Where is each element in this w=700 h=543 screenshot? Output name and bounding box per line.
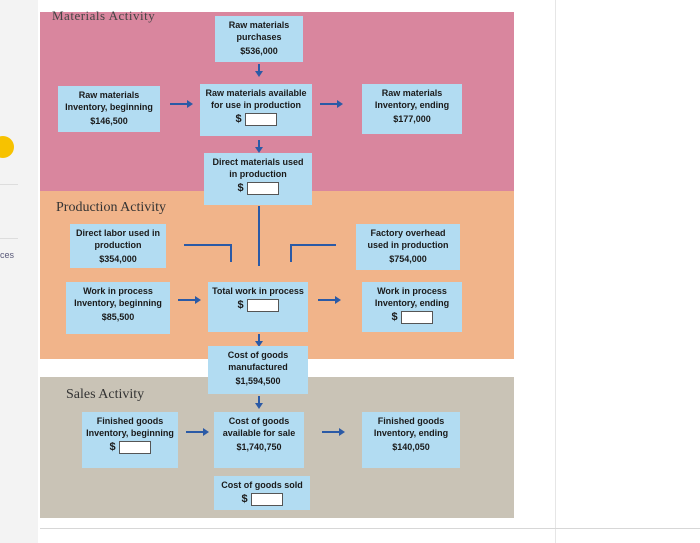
cogm-label: Cost of goods manufactured <box>227 350 289 372</box>
arrow-right-icon <box>318 296 341 304</box>
dm-used-input[interactable] <box>246 182 279 196</box>
currency-symbol: $ <box>241 493 248 505</box>
wip-beginning-label: Work in process Inventory, beginning <box>74 286 162 308</box>
wip-beginning-box: Work in process Inventory, beginning $85… <box>66 282 170 334</box>
fg-beginning-box: Finished goods Inventory, beginning $ <box>82 412 178 468</box>
fg-ending-box: Finished goods Inventory, ending $140,05… <box>362 412 460 468</box>
total-wip-box: Total work in process $ <box>208 282 308 332</box>
rm-available-box: Raw materials available for use in produ… <box>200 84 312 136</box>
rm-purchases-label: Raw materials purchases <box>228 20 290 42</box>
arrow-right-icon <box>186 428 209 436</box>
connector-line <box>290 244 336 246</box>
currency-symbol: $ <box>235 113 242 125</box>
rm-ending-label: Raw materials Inventory, ending <box>374 88 450 110</box>
rm-beginning-value: $146,500 <box>90 116 128 126</box>
connector-line <box>258 206 260 266</box>
currency-symbol: $ <box>237 182 244 194</box>
sales-title: Sales Activity <box>66 387 145 402</box>
connector-line <box>290 244 292 262</box>
cogas-box: Cost of goods available for sale $1,740,… <box>214 412 304 468</box>
connector-line <box>230 244 232 262</box>
rm-available-label: Raw materials available for use in produ… <box>205 88 307 110</box>
sidebar-label: ces <box>0 250 15 260</box>
arrow-down-icon <box>255 396 263 409</box>
materials-title: Materials Activity <box>52 8 156 23</box>
connector-line <box>184 244 230 246</box>
arrow-right-icon <box>320 100 343 108</box>
rm-beginning-label: Raw materials Inventory, beginning <box>65 90 153 112</box>
cogm-value: $1,594,500 <box>235 376 281 386</box>
divider <box>40 528 700 529</box>
cogs-box: Cost of goods sold $ <box>214 476 310 510</box>
wip-ending-box: Work in process Inventory, ending $ <box>362 282 462 332</box>
cogs-input[interactable] <box>250 493 283 507</box>
currency-symbol: $ <box>391 311 398 323</box>
cogas-label: Cost of goods available for sale <box>222 416 296 438</box>
arrow-down-icon <box>255 140 263 153</box>
arrow-right-icon <box>322 428 345 436</box>
total-wip-input[interactable] <box>246 299 279 313</box>
left-panel <box>0 0 38 543</box>
rm-beginning-box: Raw materials Inventory, beginning $146,… <box>58 86 160 132</box>
wip-ending-label: Work in process Inventory, ending <box>374 286 450 308</box>
currency-symbol: $ <box>237 299 244 311</box>
wip-beginning-value: $85,500 <box>101 312 135 322</box>
total-wip-label: Total work in process <box>212 286 304 296</box>
status-dot-icon <box>0 136 14 158</box>
divider <box>0 238 18 239</box>
wip-ending-input[interactable] <box>400 311 433 325</box>
dl-used-box: Direct labor used in production $354,000 <box>70 224 166 268</box>
divider <box>555 0 556 543</box>
fg-ending-value: $140,050 <box>392 442 430 452</box>
foh-used-label: Factory overhead used in production <box>367 228 449 250</box>
rm-ending-value: $177,000 <box>393 114 431 124</box>
fg-beginning-label: Finished goods Inventory, beginning <box>86 416 174 438</box>
currency-symbol: $ <box>109 441 116 453</box>
divider <box>0 184 18 185</box>
cogas-value: $1,740,750 <box>236 442 282 452</box>
arrow-right-icon <box>178 296 201 304</box>
rm-purchases-box: Raw materials purchases $536,000 <box>215 16 303 62</box>
dl-used-value: $354,000 <box>99 254 137 264</box>
dl-used-label: Direct labor used in production <box>75 228 161 250</box>
arrow-right-icon <box>170 100 193 108</box>
rm-available-input[interactable] <box>244 113 277 127</box>
foh-used-box: Factory overhead used in production $754… <box>356 224 460 270</box>
rm-purchases-value: $536,000 <box>240 46 278 56</box>
fg-ending-label: Finished goods Inventory, ending <box>373 416 449 438</box>
foh-used-value: $754,000 <box>389 254 427 264</box>
arrow-down-icon <box>255 334 263 347</box>
dm-used-label: Direct materials used in production <box>212 157 304 179</box>
fg-beginning-input[interactable] <box>118 441 151 455</box>
dm-used-box: Direct materials used in production $ <box>204 153 312 205</box>
cogs-label: Cost of goods sold <box>221 480 303 490</box>
cogm-box: Cost of goods manufactured $1,594,500 <box>208 346 308 394</box>
production-title: Production Activity <box>56 200 167 215</box>
rm-ending-box: Raw materials Inventory, ending $177,000 <box>362 84 462 134</box>
arrow-down-icon <box>255 64 263 77</box>
